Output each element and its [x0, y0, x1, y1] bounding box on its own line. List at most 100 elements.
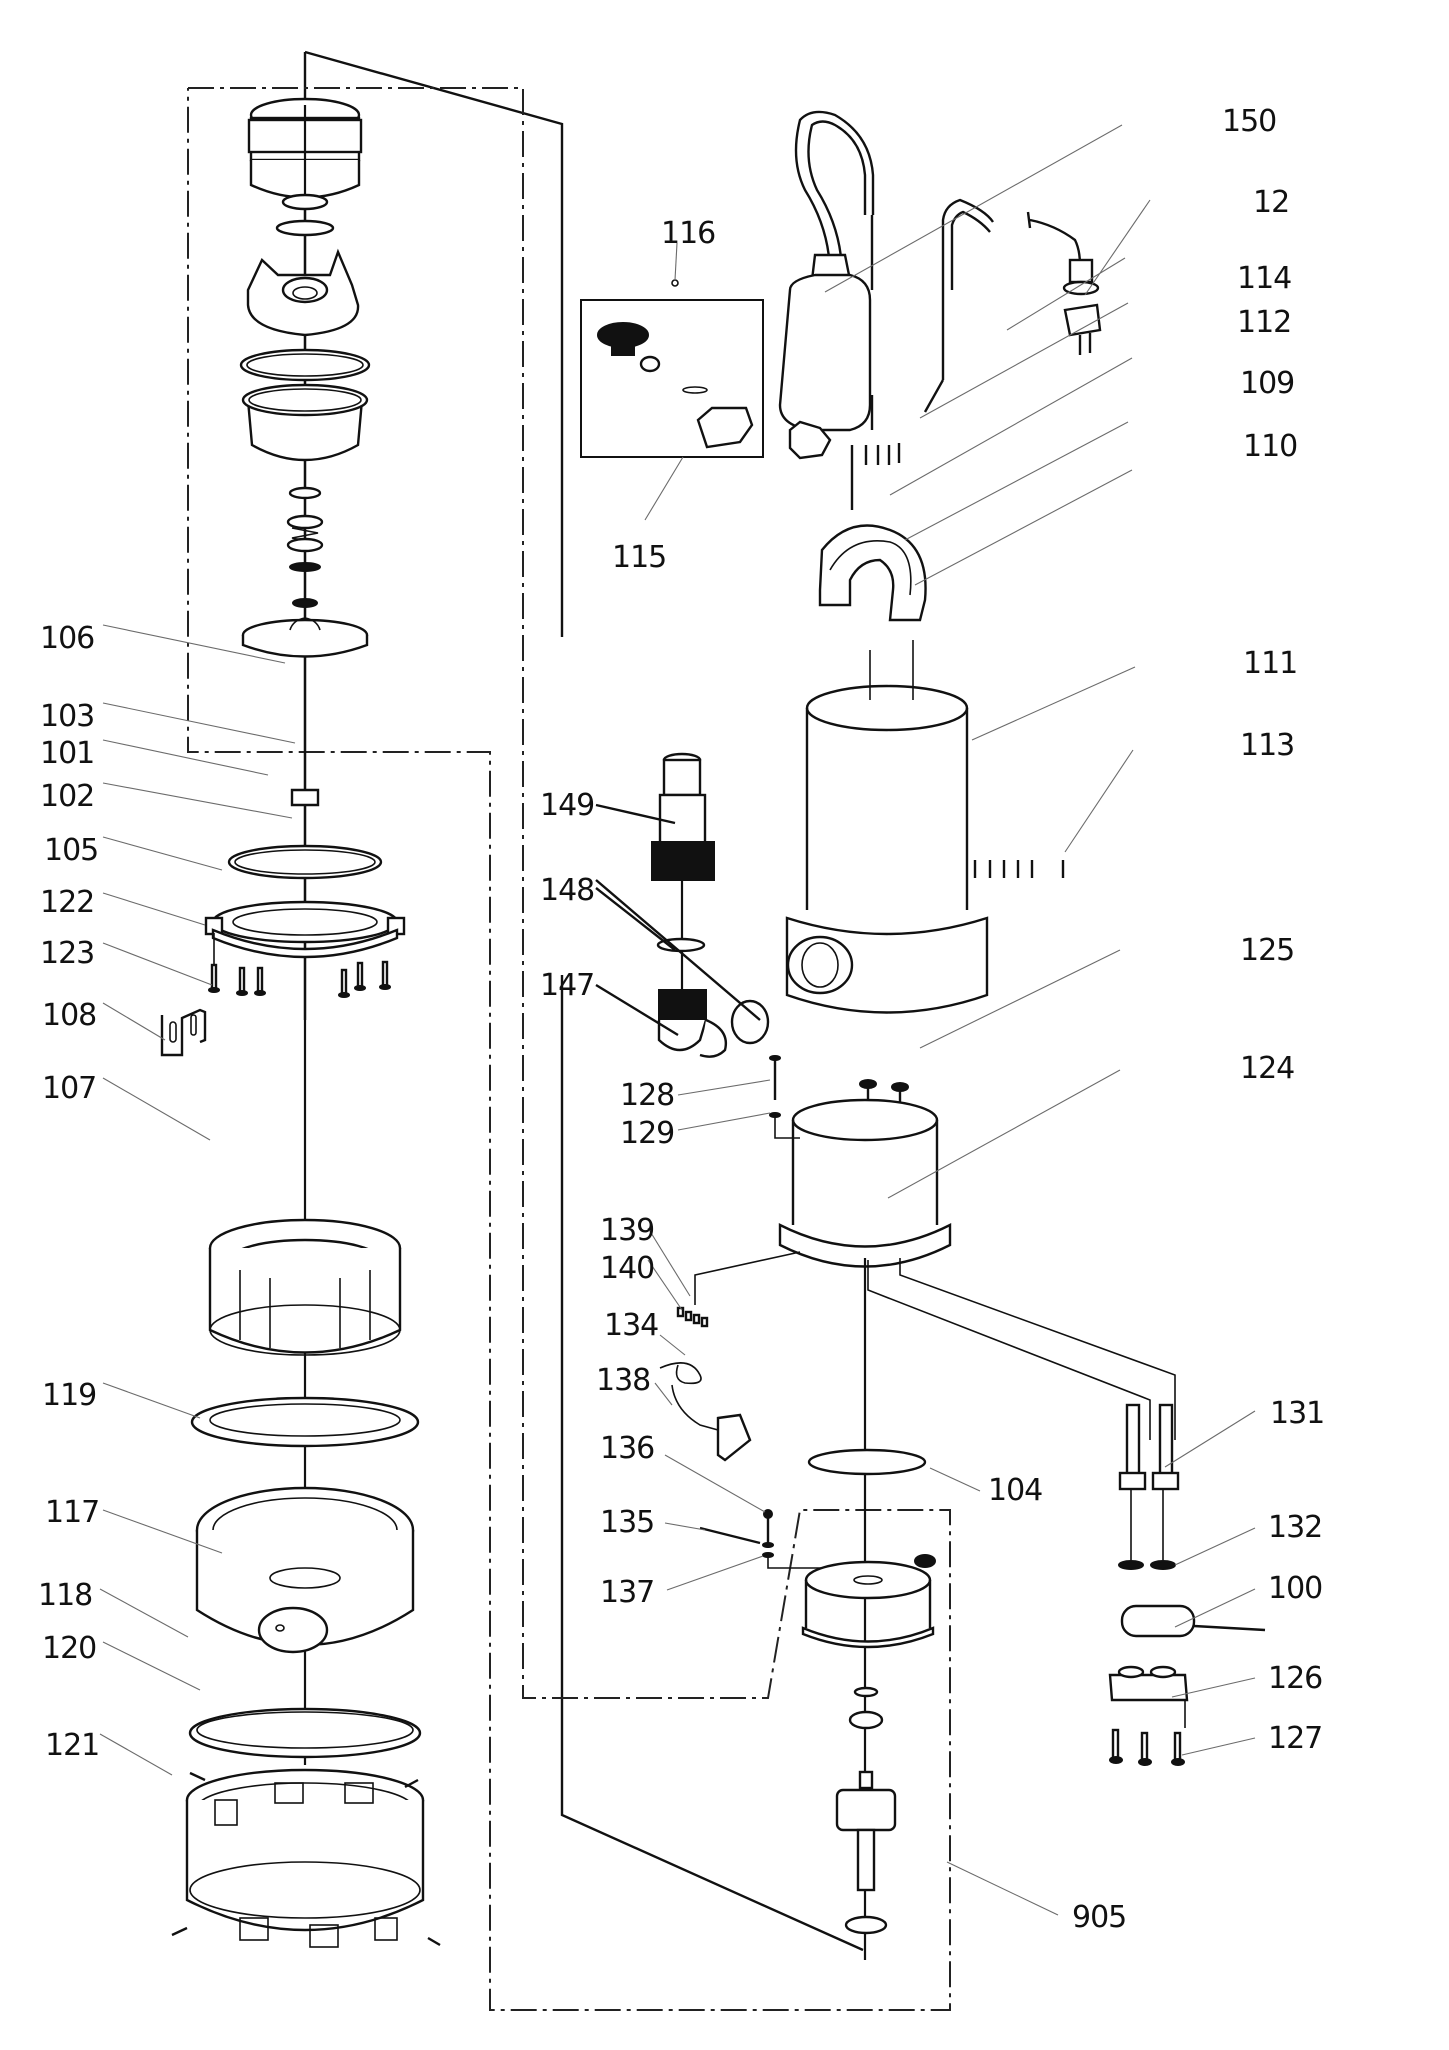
callout-12: 12	[1253, 185, 1289, 220]
main-assembly-frame-top	[304, 50, 564, 637]
crown-part	[246, 248, 360, 337]
part-number-labels: 150 116 12 114 112 109 110 115 111 113 1…	[38, 104, 1325, 1935]
callout-125: 125	[1240, 933, 1294, 968]
callout-108: 108	[42, 998, 96, 1033]
wire-loop-part	[659, 1362, 702, 1385]
cable-clip-part	[788, 420, 832, 460]
pump-base-part	[195, 1486, 415, 1654]
callout-103: 103	[40, 699, 94, 734]
screws-123	[208, 933, 391, 998]
power-cable-part	[923, 198, 1082, 413]
callout-116: 116	[661, 216, 715, 251]
left-column-parts	[160, 97, 441, 1948]
callout-111: 111	[1243, 646, 1297, 681]
rotor-o-ring-part	[807, 1448, 927, 1476]
top-cap-part	[247, 97, 363, 210]
callout-136: 136	[600, 1431, 654, 1466]
callout-105: 105	[44, 833, 98, 868]
callout-106: 106	[40, 621, 94, 656]
callout-110: 110	[1243, 429, 1297, 464]
seal-ring-part	[275, 219, 335, 237]
screws-112	[850, 443, 901, 510]
flange-part	[204, 900, 406, 959]
impeller-part	[241, 617, 369, 658]
callout-114: 114	[1237, 261, 1291, 296]
float-switch-part	[778, 110, 875, 432]
screws-113	[973, 860, 1065, 878]
callout-112: 112	[1237, 305, 1291, 340]
callout-121: 121	[45, 1728, 99, 1763]
callout-137: 137	[600, 1575, 654, 1610]
callout-122: 122	[40, 885, 94, 920]
motor-base-part	[778, 1079, 952, 1268]
hex-nut-part	[696, 406, 754, 449]
capacitor-bracket-part	[818, 524, 927, 622]
nut-part	[290, 788, 320, 807]
callout-138: 138	[596, 1363, 650, 1398]
callout-135: 135	[600, 1505, 654, 1540]
gasket-ring-part	[227, 844, 383, 880]
small-o-ring-part	[292, 598, 318, 608]
callout-104: 104	[988, 1473, 1042, 1508]
upper-dashed-frame	[187, 87, 951, 2011]
seal-106-part	[286, 514, 324, 530]
seal-washer-part	[288, 486, 322, 500]
terminals-139-140	[676, 1306, 709, 1328]
callout-119: 119	[42, 1378, 96, 1413]
cup-part	[241, 383, 369, 462]
motor-housing-part	[785, 640, 989, 1014]
callout-905: 905	[1072, 1900, 1126, 1935]
plug-part	[1062, 258, 1102, 355]
housing-ring-part	[208, 1218, 402, 1356]
thermal-switch-part	[671, 1384, 752, 1462]
callout-113: 113	[1240, 728, 1294, 763]
outlet-seal-ring-part	[730, 999, 770, 1045]
callout-128: 128	[620, 1078, 674, 1113]
filter-kit-inset	[580, 279, 764, 458]
capacitor-part	[1120, 1604, 1196, 1638]
callout-139: 139	[600, 1213, 654, 1248]
callout-148: 148	[540, 873, 594, 908]
callout-150: 150	[1222, 104, 1276, 139]
elbow-part	[657, 989, 727, 1058]
callout-107: 107	[42, 1071, 96, 1106]
callout-132: 132	[1268, 1510, 1322, 1545]
cage-part	[185, 1768, 425, 1948]
callout-147: 147	[540, 968, 594, 1003]
capacitor-assembly	[1108, 1403, 1266, 1728]
screws-121	[171, 1771, 441, 1947]
callout-124: 124	[1240, 1051, 1294, 1086]
part-116	[671, 279, 679, 287]
callout-140: 140	[600, 1251, 654, 1286]
callout-118: 118	[38, 1578, 92, 1613]
wiring-lines	[694, 1251, 1176, 1440]
callout-117: 117	[45, 1495, 99, 1530]
leader-lines	[99, 124, 1256, 1916]
callout-102: 102	[40, 779, 94, 814]
bracket-part	[160, 1008, 207, 1057]
callout-120: 120	[42, 1631, 96, 1666]
tube-part-left	[1125, 1403, 1141, 1477]
callout-101: 101	[40, 736, 94, 771]
callout-126: 126	[1268, 1661, 1322, 1696]
base-seal-ring-part	[188, 1707, 422, 1759]
terminal-hardware	[699, 1509, 839, 1575]
screw-128-part	[769, 1055, 800, 1139]
hose-adapter-part	[651, 752, 715, 990]
callout-123: 123	[40, 936, 94, 971]
callout-115: 115	[612, 540, 666, 575]
lower-assembly-frame	[560, 975, 864, 1952]
o-ring-part	[239, 348, 371, 382]
rotor-part	[835, 1686, 897, 1935]
callout-131: 131	[1270, 1396, 1324, 1431]
callout-127: 127	[1268, 1721, 1322, 1756]
rotor-housing-part	[801, 1554, 936, 1649]
flat-ring-part	[190, 1396, 420, 1448]
callout-134: 134	[604, 1308, 658, 1343]
callout-100: 100	[1268, 1571, 1322, 1606]
tube-part-right	[1158, 1403, 1174, 1477]
callout-149: 149	[540, 788, 594, 823]
callout-129: 129	[620, 1116, 674, 1151]
callout-109: 109	[1240, 366, 1294, 401]
